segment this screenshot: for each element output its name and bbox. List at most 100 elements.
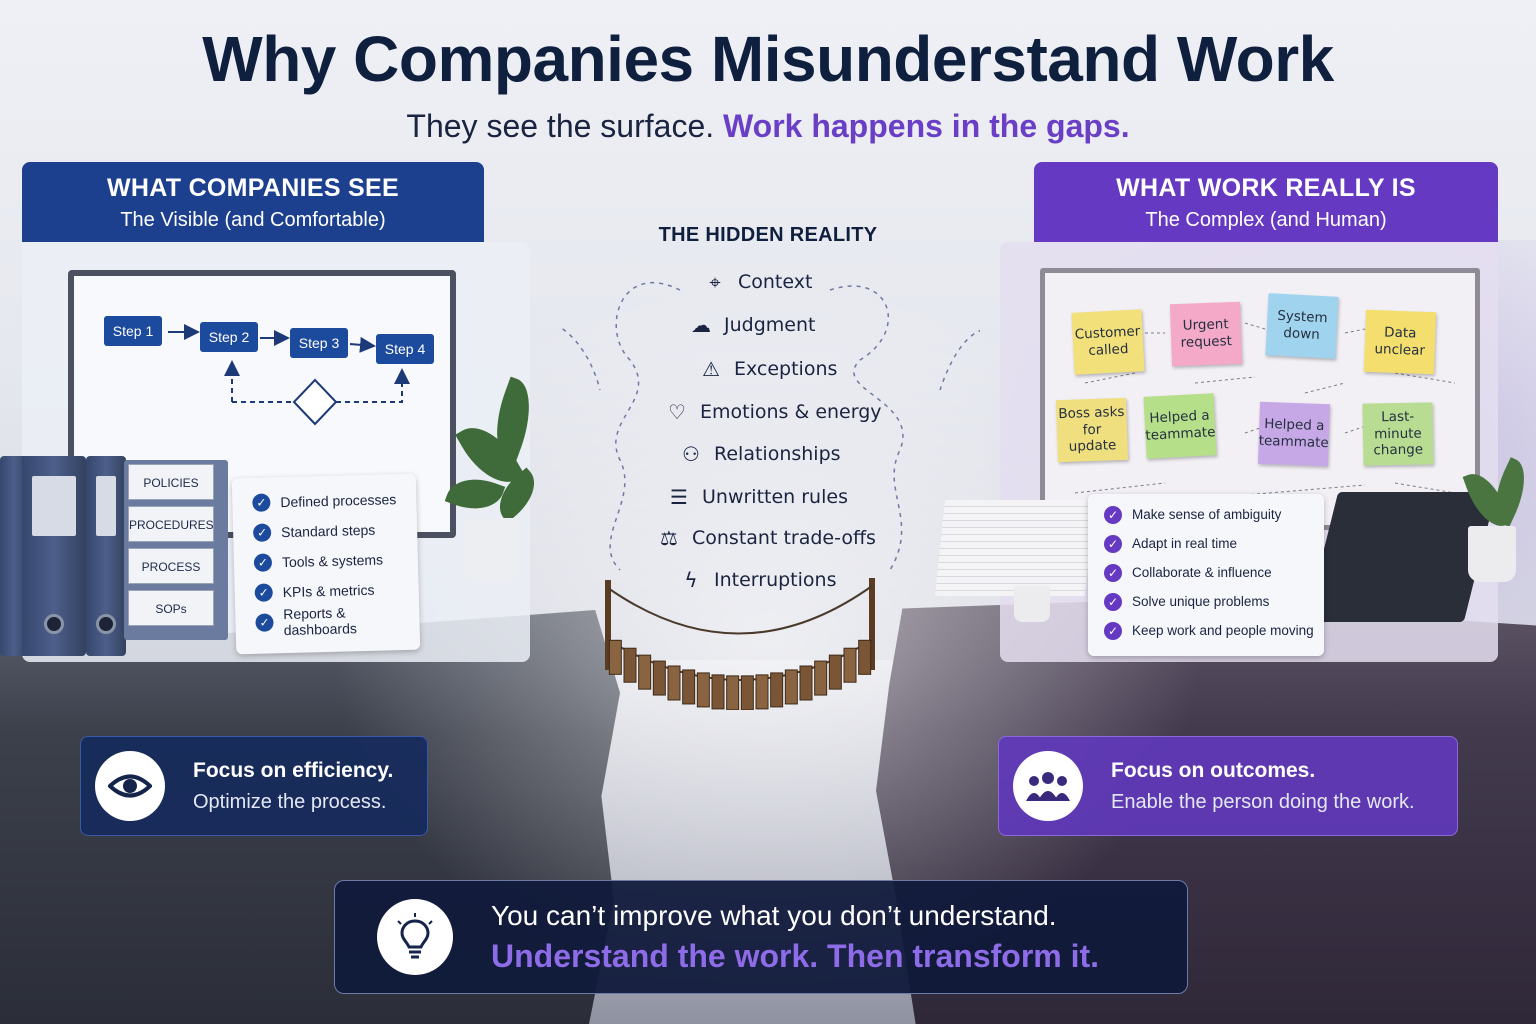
checklist-item: ✓Adapt in real time	[1104, 529, 1324, 558]
left-focus-box: Focus on efficiency. Optimize the proces…	[80, 736, 428, 836]
bridge-plank	[696, 672, 710, 708]
check-icon: ✓	[252, 493, 271, 512]
right-checklist-card: ✓Make sense of ambiguity ✓Adapt in real …	[1088, 494, 1324, 656]
check-icon: ✓	[255, 613, 274, 632]
sticky-note: System down	[1265, 293, 1339, 359]
sticky-note: Helped a teammate	[1143, 393, 1217, 459]
bridge-plank	[755, 674, 769, 710]
banner-line-2: Understand the work. Then transform it.	[491, 937, 1100, 974]
subtitle-plain: They see the surface.	[406, 108, 715, 144]
binder-tab-process-maps: PROCESS MAPS	[128, 548, 214, 610]
check-icon: ✓	[1104, 621, 1122, 640]
right-focus-box: Focus on outcomes. Enable the person doi…	[998, 736, 1458, 836]
group-icon	[1013, 751, 1083, 821]
check-icon: ✓	[252, 523, 272, 542]
bridge-plank	[828, 654, 842, 690]
hidden-item-context: ⌖Context	[700, 270, 812, 294]
checklist-item: ✓Make sense of ambiguity	[1104, 500, 1324, 529]
bridge-plank	[843, 647, 857, 683]
checklist-item: ✓Keep work and people moving	[1104, 616, 1324, 645]
bridge-plank	[726, 675, 740, 710]
left-focus-title: Focus on efficiency.	[193, 758, 394, 782]
subtitle-accent: Work happens in the gaps.	[723, 108, 1130, 144]
coffee-mug	[1014, 586, 1050, 622]
bridge-plank	[858, 639, 872, 675]
bridge-plank	[740, 675, 754, 710]
hidden-item-emotions: ♡Emotions & energy	[662, 400, 882, 424]
bridge-plank	[770, 672, 784, 708]
flow-step-2: Step 2	[200, 322, 258, 352]
check-icon: ✓	[253, 553, 273, 572]
bridge-plank	[638, 654, 652, 690]
binder-2	[22, 456, 86, 656]
hidden-item-trade-offs: ⚖Constant trade-offs	[654, 526, 876, 550]
checklist-item: ✓Defined processes	[252, 484, 417, 518]
sticky-note: Customer called	[1071, 309, 1145, 375]
sticky-note: Last-minute change	[1362, 402, 1434, 466]
bridge-plank	[784, 669, 798, 705]
left-panel-heading: WHAT COMPANIES SEE	[107, 174, 399, 202]
people-icon: ⚇	[682, 442, 700, 466]
flow-step-3: Step 3	[290, 328, 348, 358]
sticky-note: Helped a teammate	[1257, 401, 1331, 467]
right-focus-title: Focus on outcomes.	[1111, 758, 1316, 782]
check-icon: ✓	[254, 583, 273, 602]
sticky-note: Data unclear	[1363, 309, 1437, 375]
sticky-note: Urgent request	[1169, 301, 1243, 367]
dashed-connectors	[560, 282, 980, 571]
bridge-plank	[652, 660, 666, 696]
binder-tab-sops: SOPs	[128, 590, 214, 626]
binder-tab-procedures: PROCEDURES	[128, 506, 214, 542]
sticky-note: Boss asks for update	[1055, 397, 1129, 463]
check-icon: ✓	[1104, 534, 1122, 553]
checklist-item: ✓Reports & dashboards	[255, 604, 420, 638]
left-panel-subheading: The Visible (and Comfortable)	[120, 209, 386, 231]
checklist-item: ✓Tools & systems	[253, 544, 419, 578]
warning-icon: ⚠	[702, 357, 720, 381]
eye-icon	[95, 751, 165, 821]
hidden-item-relationships: ⚇Relationships	[676, 442, 841, 466]
lightbulb-icon	[377, 899, 453, 975]
bridge-plank	[608, 639, 622, 675]
flow-step-1: Step 1	[104, 316, 162, 346]
bridge-plank	[667, 665, 681, 701]
right-panel-heading: WHAT WORK REALLY IS	[1116, 174, 1416, 202]
paper-stack	[934, 500, 1096, 596]
checklist-item: ✓Collaborate & influence	[1104, 558, 1324, 587]
binder-3	[86, 456, 126, 656]
flow-connectors	[168, 324, 410, 426]
lightning-icon: ϟ	[684, 568, 698, 592]
scales-icon: ⚖	[660, 526, 678, 550]
bridge-plank	[682, 669, 696, 705]
brain-icon: ☁	[691, 313, 711, 337]
sticky-note-whiteboard: Customer called Urgent request System do…	[1040, 268, 1480, 530]
banner-line-1: You can’t improve what you don’t underst…	[491, 899, 1057, 931]
plant-pot	[464, 518, 520, 582]
left-focus-text: Optimize the process.	[193, 790, 387, 813]
right-focus-text: Enable the person doing the work.	[1111, 790, 1415, 813]
hidden-item-unwritten-rules: ☰Unwritten rules	[664, 485, 848, 509]
check-icon: ✓	[1104, 505, 1122, 524]
check-icon: ✓	[1104, 563, 1122, 582]
left-checklist-card: ✓Defined processes ✓Standard steps ✓Tool…	[231, 473, 421, 655]
location-pin-icon: ⌖	[709, 270, 721, 294]
check-icon: ✓	[1104, 592, 1122, 611]
hidden-reality-heading: THE HIDDEN REALITY	[658, 224, 878, 246]
bridge-plank	[799, 665, 813, 701]
bridge-plank	[711, 674, 725, 710]
heart-icon: ♡	[668, 400, 686, 424]
bridge-planks	[608, 639, 872, 710]
flow-step-4: Step 4	[376, 334, 434, 364]
right-panel-subheading: The Complex (and Human)	[1145, 209, 1387, 231]
plant-pot	[1468, 526, 1516, 582]
list-icon: ☰	[670, 485, 688, 509]
right-panel-header: WHAT WORK REALLY IS The Complex (and Hum…	[1034, 162, 1498, 242]
bridge-plank	[623, 647, 637, 683]
page-title: Why Companies Misunderstand Work	[202, 23, 1334, 95]
checklist-item: ✓Solve unique problems	[1104, 587, 1324, 616]
bridge-plank	[814, 660, 828, 696]
checklist-item: ✓Standard steps	[252, 514, 418, 548]
left-panel-header: WHAT COMPANIES SEE The Visible (and Comf…	[22, 162, 484, 242]
page-subtitle: They see the surface. Work happens in th…	[0, 108, 1536, 145]
